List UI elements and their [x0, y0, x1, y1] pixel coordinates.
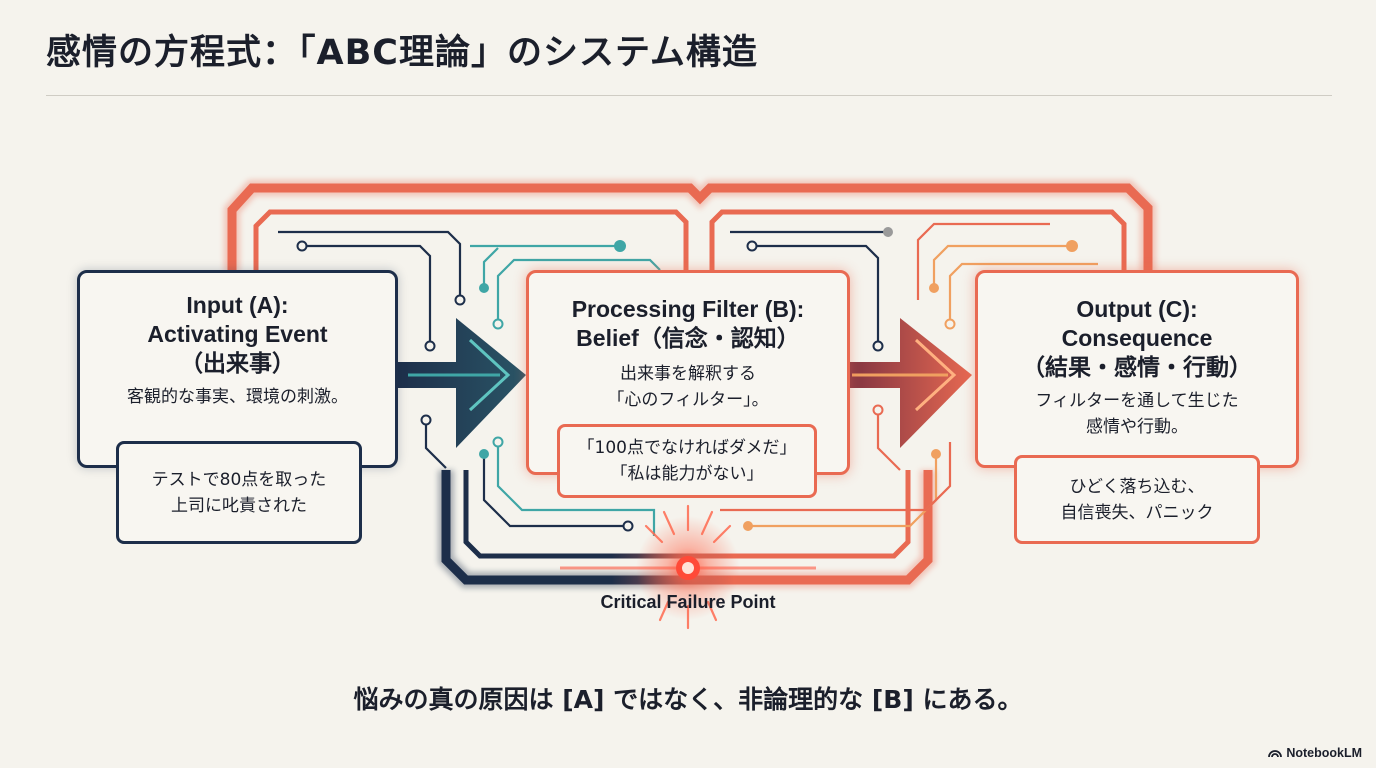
node-c-description: フィルターを通して生じた 感情や行動。 — [978, 388, 1296, 440]
top-bus-inner — [253, 209, 1127, 272]
top-bus-glow — [224, 180, 1156, 272]
circuit-traces-left — [278, 230, 661, 536]
arrow-a-to-b — [390, 318, 526, 448]
arrow-b-to-c — [836, 318, 972, 448]
node-b-example-box: 「100点でなければダメだ」 「私は能力がない」 — [557, 424, 817, 498]
node-a-description-line-1: 客観的な事実、環境の刺激。 — [127, 387, 348, 407]
node-a-input-box: Input (A): Activating Event （出来事） 客観的な事実… — [77, 270, 398, 468]
critical-failure-point — [560, 504, 816, 630]
node-a-heading-line-2: Activating Event — [147, 321, 328, 347]
node-c-output-box: Output (C): Consequence （結果・感情・行動） フィルター… — [975, 270, 1299, 468]
node-a-heading-line-1: Input (A): — [186, 292, 289, 318]
node-c-heading: Output (C): Consequence （結果・感情・行動） — [978, 295, 1296, 382]
title-divider — [46, 95, 1332, 96]
node-c-heading-line-2: Consequence — [1061, 325, 1213, 351]
node-a-heading-line-3: （出来事） — [180, 350, 295, 376]
node-b-description: 出来事を解釈する 「心のフィルター」。 — [529, 361, 847, 413]
notebooklm-logo-icon — [1268, 750, 1283, 758]
node-a-example-box: テストで80点を取った 上司に叱責された — [116, 441, 362, 544]
node-a-example-line-1: テストで80点を取った — [151, 469, 327, 490]
node-b-example-line-2: 「私は能力がない」 — [610, 464, 764, 484]
brand-badge: NotebookLM — [1268, 746, 1362, 760]
node-c-example-line-1: ひどく落ち込む、 — [1069, 476, 1205, 497]
node-a-description: 客観的な事実、環境の刺激。 — [80, 384, 395, 410]
node-b-description-line-2: 「心のフィルター」。 — [607, 390, 769, 410]
node-b-description-line-1: 出来事を解釈する — [620, 364, 756, 384]
brand-label: NotebookLM — [1286, 746, 1362, 760]
page-title: 感情の方程式：「ABC理論」のシステム構造 — [46, 33, 758, 73]
node-a-heading: Input (A): Activating Event （出来事） — [80, 291, 395, 378]
critical-failure-label: Critical Failure Point — [600, 592, 776, 612]
node-c-heading-line-3: （結果・感情・行動） — [1022, 354, 1252, 380]
node-c-heading-line-1: Output (C): — [1076, 296, 1198, 322]
node-b-heading-line-2: Belief（信念・認知） — [576, 325, 800, 351]
node-c-description-line-2: 感情や行動。 — [1086, 417, 1188, 437]
circuit-nodes-right — [743, 227, 1078, 531]
node-c-description-line-1: フィルターを通して生じた — [1035, 391, 1239, 411]
node-b-example-line-1: 「100点でなければダメだ」 — [577, 438, 797, 458]
node-c-example-box: ひどく落ち込む、 自信喪失、パニック — [1014, 455, 1260, 544]
top-bus-outer — [227, 183, 1153, 272]
node-c-example-line-2: 自信喪失、パニック — [1060, 502, 1214, 523]
conclusion-text: 悩みの真の原因は [A] ではなく、非論理的な [B] にある。 — [353, 685, 1023, 714]
node-a-example-line-2: 上司に叱責された — [171, 495, 307, 516]
circuit-traces-right — [720, 222, 1098, 528]
circuit-nodes-left — [296, 240, 634, 532]
node-b-heading: Processing Filter (B): Belief（信念・認知） — [529, 295, 847, 353]
node-b-heading-line-1: Processing Filter (B): — [571, 296, 805, 322]
